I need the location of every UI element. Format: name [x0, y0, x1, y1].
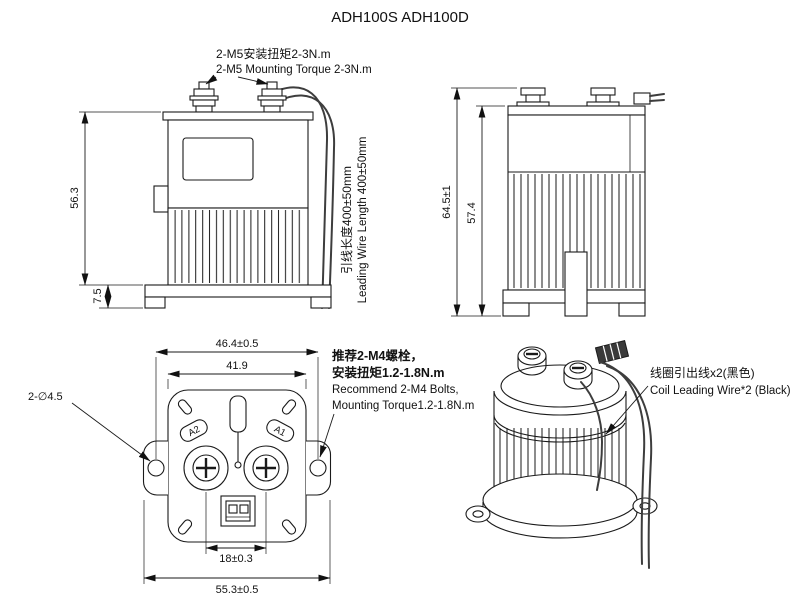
terminal-a1-tag: A1	[266, 419, 295, 442]
front-ribs	[171, 210, 305, 283]
leader-m5-right	[237, 76, 269, 85]
side-wire-stub	[633, 92, 665, 105]
note-m5-mounting: 2-M5安装扭矩2-3N.m 2-M5 Mounting Torque 2-3N…	[205, 46, 372, 85]
note-m4-cn-1: 推荐2-M4螺栓，	[332, 348, 423, 363]
note-wire-length: 引线长度400±50mm Leading Wire Length 400±50m…	[339, 137, 369, 304]
terminal-a2	[183, 445, 229, 491]
note-m4-cn-2: 安装扭矩1.2-1.8N.m	[332, 365, 445, 380]
perspective-view	[465, 340, 658, 569]
dim-label-side-body-height: 57.4	[466, 202, 478, 223]
dim-hole-diameter: 2-∅4.5	[28, 391, 151, 462]
front-view	[144, 81, 336, 309]
bottom-center-tab	[229, 395, 247, 433]
leader-coil-wire	[605, 385, 649, 435]
dim-label-body-width: 41.9	[226, 360, 247, 372]
front-flange	[144, 284, 332, 298]
dim-label-hole-diameter: 2-∅4.5	[28, 391, 63, 403]
corner-slot	[281, 399, 297, 415]
note-m5-en: 2-M5 Mounting Torque 2-3N.m	[216, 64, 372, 76]
dim-terminal-pitch: 18±0.3	[205, 492, 267, 565]
front-bolt-left	[189, 81, 219, 113]
leader-hole-diameter	[71, 402, 151, 462]
leader-m5-left	[205, 74, 218, 85]
note-coil-en: Coil Leading Wire*2 (Black)	[650, 385, 791, 397]
dim-front-base-height: 7.5	[92, 284, 143, 309]
persp-top-cap	[500, 364, 620, 408]
leader-m4	[319, 413, 335, 458]
front-leading-wires	[267, 86, 336, 309]
dim-label-side-total-height: 64.5±1	[441, 185, 453, 219]
note-wire-length-en: Leading Wire Length 400±50mm	[357, 137, 369, 304]
dim-label-hole-pitch: 46.4±0.5	[216, 338, 259, 350]
side-foot-left	[502, 302, 530, 317]
persp-flange	[482, 473, 638, 527]
terminal-a2-tag: A2	[179, 419, 208, 442]
page-title: ADH100S ADH100D	[331, 9, 469, 26]
persp-terminal-right	[563, 360, 593, 390]
persp-coil-connector	[594, 340, 630, 364]
dim-label-terminal-pitch: 18±0.3	[219, 553, 253, 565]
side-top-plate	[507, 105, 646, 116]
terminal-a1	[243, 445, 289, 491]
corner-slot	[281, 519, 297, 535]
persp-terminal-left	[517, 346, 547, 376]
terminal-a2-label: A2	[187, 424, 202, 439]
bottom-view: A2 A1	[142, 389, 332, 543]
dim-body-width: 41.9	[167, 360, 307, 389]
persp-leading-wires	[580, 361, 653, 569]
mounting-hole-left	[147, 459, 165, 477]
front-label-window	[182, 137, 254, 181]
side-view	[502, 87, 665, 317]
side-foot-right	[618, 302, 646, 317]
aux-connector	[220, 495, 256, 527]
dim-flange-width: 55.3±0.5	[143, 500, 331, 596]
front-top-plate	[162, 111, 314, 121]
front-body	[167, 119, 309, 209]
front-side-tab	[153, 185, 169, 213]
dim-front-height: 56.3	[69, 111, 161, 286]
dim-side-body-height: 57.4	[466, 105, 505, 317]
dim-hole-pitch: 46.4±0.5	[155, 338, 319, 459]
persp-ear-right	[632, 497, 658, 515]
terminal-a1-label: A1	[272, 424, 287, 439]
dim-label-front-height: 56.3	[69, 187, 81, 208]
mounting-hole-right	[309, 459, 327, 477]
side-bolt-right	[586, 87, 620, 107]
corner-slot	[177, 399, 193, 415]
dim-side-total-height: 64.5±1	[441, 87, 517, 317]
front-bolt-right	[257, 81, 287, 113]
persp-ear-left	[465, 505, 491, 523]
note-coil-wire: 线圈引出线x2(黑色) Coil Leading Wire*2 (Black)	[605, 366, 791, 435]
front-foot-right	[310, 296, 332, 309]
note-coil-cn: 线圈引出线x2(黑色)	[650, 366, 755, 380]
side-center-slot	[564, 251, 588, 317]
note-wire-length-cn: 引线长度400±50mm	[339, 166, 354, 274]
bottom-center-pin	[234, 461, 242, 469]
note-m4-bolts: 推荐2-M4螺栓， 安装扭矩1.2-1.8N.m Recommend 2-M4 …	[319, 348, 474, 458]
dim-label-flange-width: 55.3±0.5	[216, 584, 259, 596]
front-foot-left	[144, 296, 166, 309]
note-m4-en-2: Mounting Torque1.2-1.8N.m	[332, 400, 474, 412]
corner-slot	[177, 519, 193, 535]
dim-label-front-base-height: 7.5	[92, 288, 104, 303]
note-m4-en-1: Recommend 2-M4 Bolts,	[332, 384, 459, 396]
note-m5-cn: 2-M5安装扭矩2-3N.m	[216, 46, 331, 61]
side-bolt-left	[516, 87, 550, 107]
